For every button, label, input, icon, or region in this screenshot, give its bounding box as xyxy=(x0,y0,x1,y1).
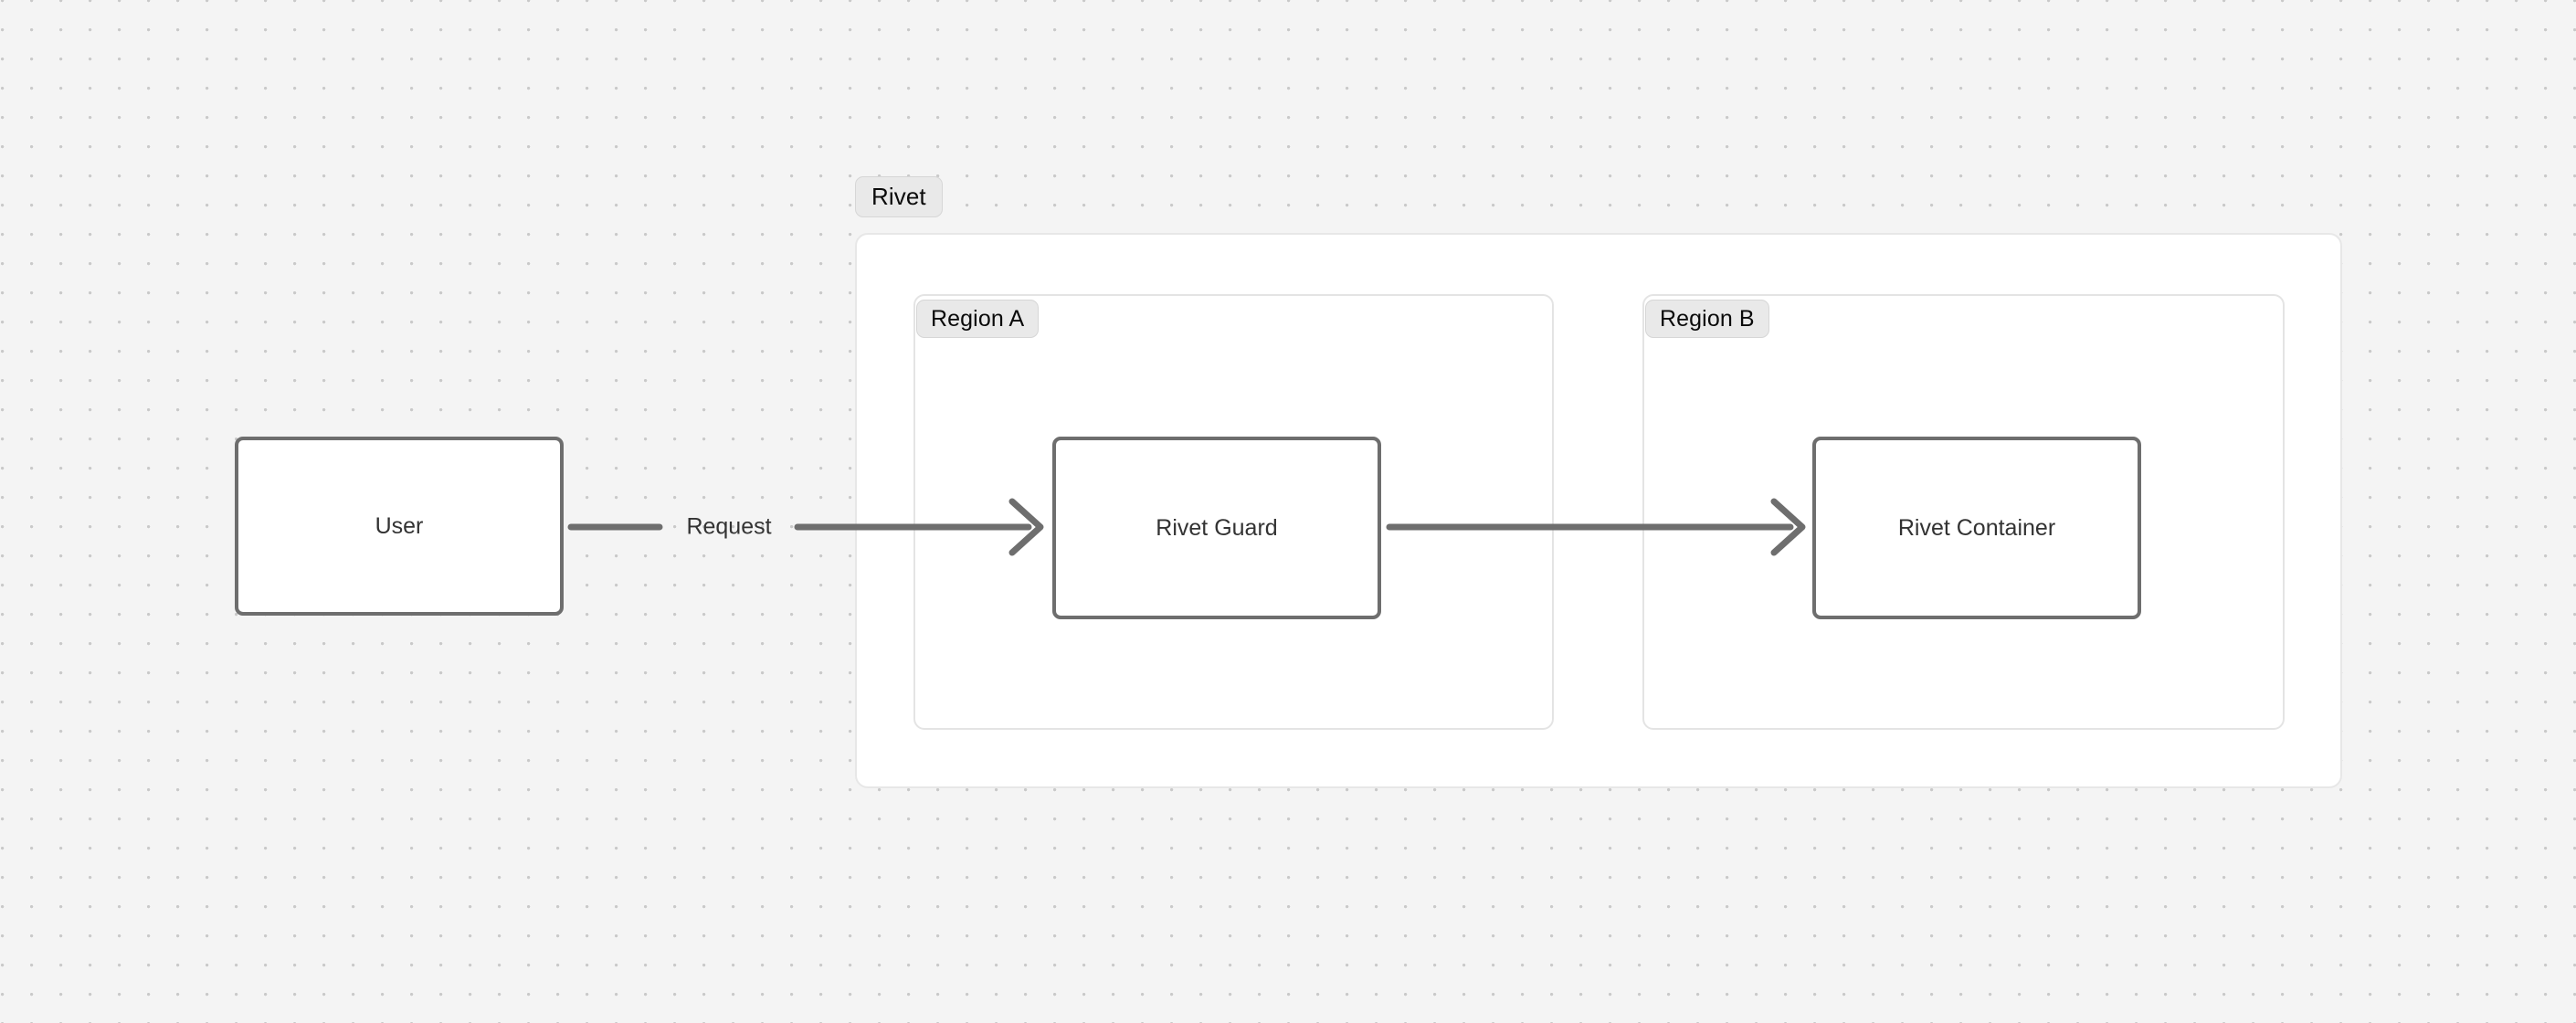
edge-label-request: Request xyxy=(686,513,772,540)
node-rivet-guard[interactable]: Rivet Guard xyxy=(1052,437,1381,619)
group-container-region-a[interactable] xyxy=(913,294,1554,730)
node-user[interactable]: User xyxy=(235,437,564,616)
node-rivet-container[interactable]: Rivet Container xyxy=(1812,437,2141,619)
group-label-region-b[interactable]: Region B xyxy=(1645,300,1769,338)
group-label-region-a[interactable]: Region A xyxy=(916,300,1040,338)
group-label-rivet[interactable]: Rivet xyxy=(855,176,943,217)
group-container-region-b[interactable] xyxy=(1642,294,2285,730)
